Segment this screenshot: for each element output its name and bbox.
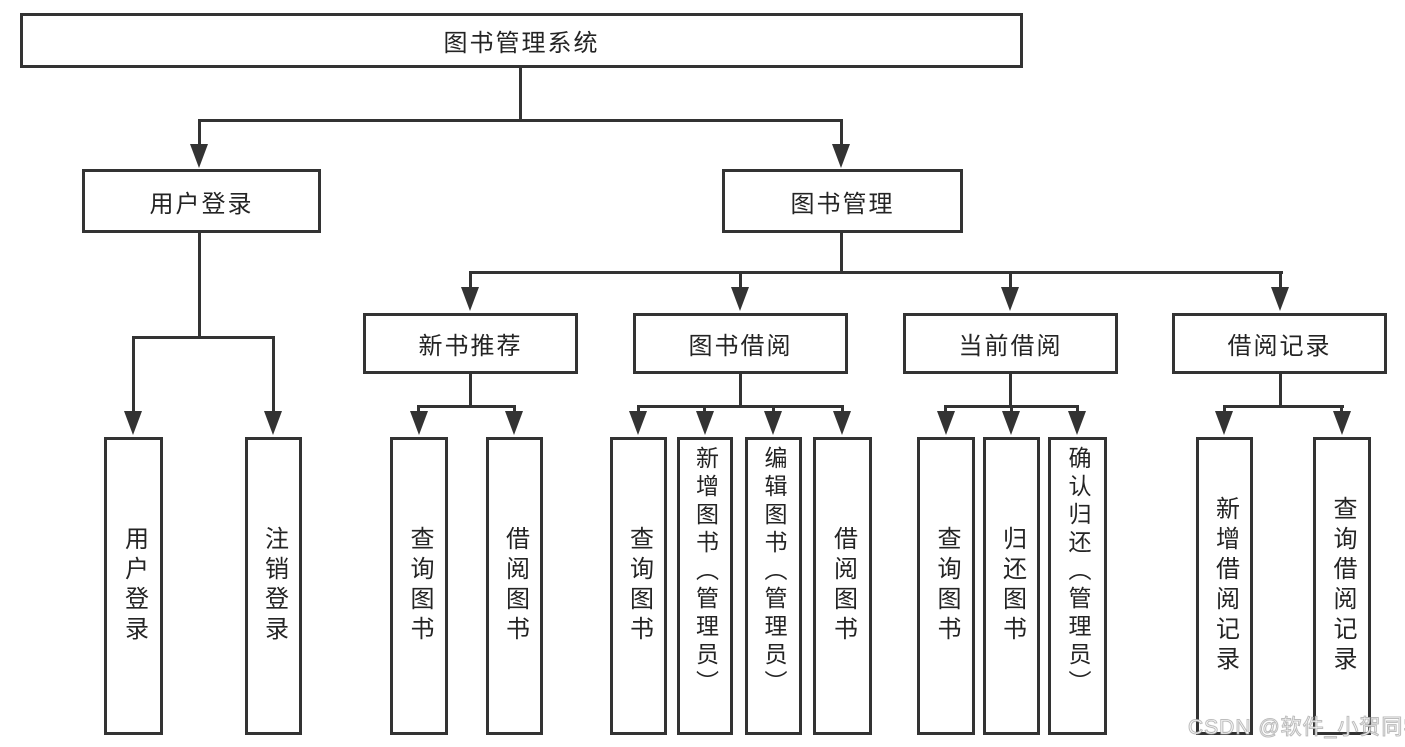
node-root-library-system: 图书管理系统 bbox=[20, 13, 1023, 68]
leaf-query-books-1: 查询图书 bbox=[390, 437, 448, 735]
connector-stem bbox=[841, 405, 844, 415]
leaf-query-books-2: 查询图书 bbox=[610, 437, 667, 735]
arrow-down-icon bbox=[731, 287, 749, 311]
arrow-down-icon bbox=[461, 287, 479, 311]
connector-user-login-horizontal bbox=[132, 336, 275, 339]
node-current-borrow: 当前借阅 bbox=[903, 313, 1118, 374]
leaf-confirm-return-admin-label: 确认归还（管理员） bbox=[1065, 446, 1091, 698]
leaf-user-login-label: 用户登录 bbox=[120, 526, 148, 646]
leaf-edit-books-admin: 编辑图书（管理员） bbox=[745, 437, 802, 735]
connector-stem bbox=[703, 405, 706, 415]
connector-stem bbox=[1223, 405, 1226, 415]
node-current-borrow-label: 当前借阅 bbox=[958, 333, 1063, 360]
leaf-confirm-return-admin: 确认归还（管理员） bbox=[1048, 437, 1107, 735]
watermark-text: CSDN @软件_小贺同学 bbox=[1187, 716, 1405, 740]
arrow-down-icon bbox=[629, 411, 647, 435]
leaf-borrow-books-1: 借阅图书 bbox=[486, 437, 543, 735]
leaf-return-books-label: 归还图书 bbox=[998, 526, 1026, 646]
leaf-add-borrow-record: 新增借阅记录 bbox=[1196, 437, 1253, 735]
arrow-down-icon bbox=[1001, 287, 1019, 311]
leaf-borrow-books-2: 借阅图书 bbox=[813, 437, 872, 735]
arrow-down-icon bbox=[190, 144, 208, 168]
connector-stem bbox=[1076, 405, 1079, 415]
connector-stem-leaf-login bbox=[132, 336, 135, 414]
connector-stem bbox=[637, 405, 640, 415]
connector-book-borrow-horizontal bbox=[637, 405, 844, 408]
connector-stem-book-management bbox=[840, 119, 843, 148]
connector-user-login-vertical bbox=[198, 233, 201, 338]
arrow-down-icon bbox=[1215, 411, 1233, 435]
leaf-borrow-books-1-label: 借阅图书 bbox=[501, 526, 529, 646]
arrow-down-icon bbox=[410, 411, 428, 435]
connector-stem-leaf-logout bbox=[272, 336, 275, 414]
arrow-down-icon bbox=[696, 411, 714, 435]
node-book-management: 图书管理 bbox=[722, 169, 963, 233]
node-user-login: 用户登录 bbox=[82, 169, 321, 233]
node-book-management-label: 图书管理 bbox=[790, 190, 895, 218]
leaf-query-borrow-record: 查询借阅记录 bbox=[1313, 437, 1371, 735]
leaf-add-borrow-record-label: 新增借阅记录 bbox=[1211, 496, 1239, 676]
connector-stem bbox=[417, 405, 420, 415]
connector-new-book-horizontal bbox=[417, 405, 516, 408]
leaf-query-books-3: 查询图书 bbox=[917, 437, 975, 735]
leaf-logout-label: 注销登录 bbox=[260, 526, 288, 646]
connector-stem-user-login bbox=[198, 119, 201, 148]
connector-stem-current-borrow bbox=[1009, 271, 1012, 290]
arrow-down-icon bbox=[505, 411, 523, 435]
leaf-borrow-books-2-label: 借阅图书 bbox=[829, 526, 857, 646]
arrow-down-icon bbox=[1333, 411, 1351, 435]
connector-book-borrow-vertical bbox=[739, 374, 742, 408]
connector-current-borrow-vertical bbox=[1009, 374, 1012, 408]
node-root-label: 图书管理系统 bbox=[443, 30, 600, 57]
connector-root-vertical bbox=[519, 68, 522, 121]
leaf-return-books: 归还图书 bbox=[983, 437, 1040, 735]
connector-root-horizontal bbox=[198, 119, 843, 122]
connector-stem bbox=[772, 405, 775, 415]
connector-new-book-vertical bbox=[469, 374, 472, 408]
connector-stem bbox=[1010, 405, 1013, 415]
leaf-add-books-admin-label: 新增图书（管理员） bbox=[692, 446, 719, 698]
connector-stem-new-book bbox=[469, 271, 472, 290]
arrow-down-icon bbox=[1271, 287, 1289, 311]
connector-borrow-records-horizontal bbox=[1223, 405, 1344, 408]
arrow-down-icon bbox=[124, 411, 142, 435]
leaf-query-books-1-label: 查询图书 bbox=[406, 526, 433, 646]
arrow-down-icon bbox=[264, 411, 282, 435]
leaf-query-books-3-label: 查询图书 bbox=[933, 526, 960, 646]
connector-borrow-records-vertical bbox=[1279, 374, 1282, 408]
arrow-down-icon bbox=[1002, 411, 1020, 435]
leaf-user-login: 用户登录 bbox=[104, 437, 163, 735]
node-new-book-recommend-label: 新书推荐 bbox=[418, 333, 523, 360]
connector-stem bbox=[1340, 405, 1343, 415]
leaf-query-borrow-record-label: 查询借阅记录 bbox=[1329, 496, 1356, 676]
arrow-down-icon bbox=[764, 411, 782, 435]
connector-book-management-vertical bbox=[840, 233, 843, 274]
node-new-book-recommend: 新书推荐 bbox=[363, 313, 578, 374]
node-book-borrow-label: 图书借阅 bbox=[688, 333, 793, 360]
arrow-down-icon bbox=[937, 411, 955, 435]
arrow-down-icon bbox=[833, 411, 851, 435]
node-user-login-label: 用户登录 bbox=[149, 190, 254, 218]
leaf-query-books-2-label: 查询图书 bbox=[625, 526, 653, 646]
node-book-borrow: 图书借阅 bbox=[633, 313, 848, 374]
connector-level3-horizontal bbox=[469, 271, 1283, 274]
arrow-down-icon bbox=[1068, 411, 1086, 435]
node-borrow-records-label: 借阅记录 bbox=[1227, 333, 1332, 360]
connector-stem bbox=[513, 405, 516, 415]
leaf-logout: 注销登录 bbox=[245, 437, 302, 735]
connector-stem-borrow-records bbox=[1279, 271, 1282, 290]
leaf-add-books-admin: 新增图书（管理员） bbox=[677, 437, 733, 735]
leaf-edit-books-admin-label: 编辑图书（管理员） bbox=[761, 446, 787, 698]
connector-stem bbox=[944, 405, 947, 415]
node-borrow-records: 借阅记录 bbox=[1172, 313, 1387, 374]
connector-stem-book-borrow bbox=[739, 271, 742, 290]
arrow-down-icon bbox=[832, 144, 850, 168]
